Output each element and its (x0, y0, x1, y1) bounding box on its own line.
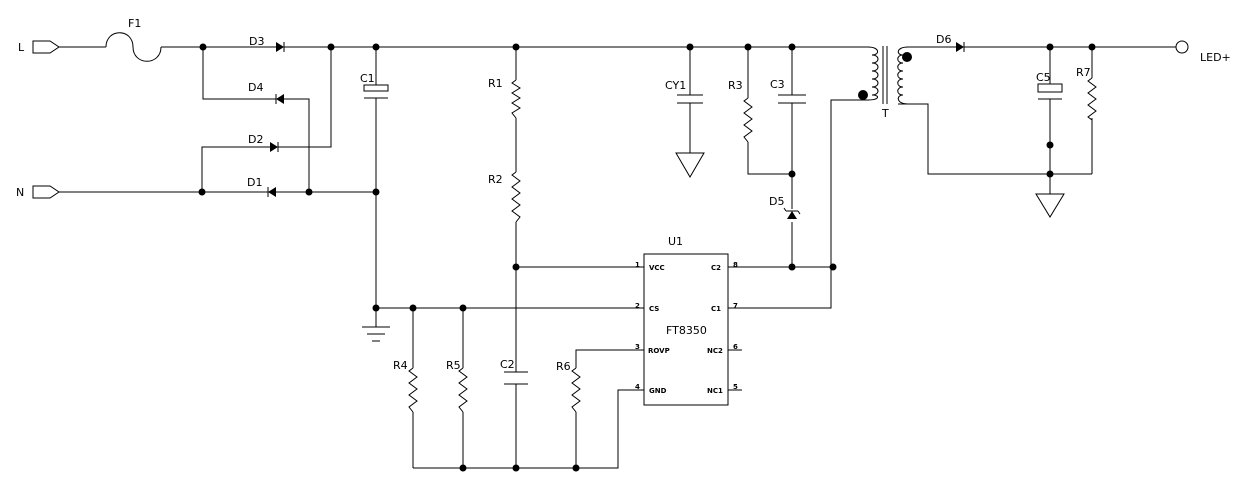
fuse-f1: F1 (105, 17, 162, 62)
resistor-r3: R3 (728, 79, 753, 143)
diode-d2: D2 (248, 133, 282, 152)
resistor-r6-label: R6 (556, 360, 571, 373)
resistor-r4: R4 (393, 359, 418, 413)
capacitor-cy1-label: CY1 (665, 79, 686, 92)
ic-pin-7-name: C1 (711, 305, 721, 313)
diode-d1: D1 (247, 176, 280, 197)
diode-d5-label: D5 (769, 195, 784, 208)
resistor-r1-label: R1 (488, 77, 503, 90)
ic-pin-2-name: CS (649, 305, 659, 313)
resistor-r1: R1 (488, 77, 521, 119)
transformer-t-label: T (881, 107, 889, 120)
terminal-led-plus: LED+ (1169, 40, 1231, 64)
diode-d3: D3 (249, 35, 288, 52)
ic-pin-3-name: ROVP (648, 347, 670, 355)
terminal-led-plus-label: LED+ (1200, 51, 1231, 64)
capacitor-cy1: CY1 (665, 79, 703, 104)
capacitor-c5-label: C5 (1036, 71, 1051, 84)
ic-pin-6-name: NC2 (707, 347, 723, 355)
ic-pin-2-num: 2 (635, 302, 640, 310)
ground-c5 (1035, 193, 1065, 218)
ic-pin-5-name: NC1 (707, 387, 723, 395)
wires (59, 46, 1169, 469)
diode-d6: D6 (936, 33, 968, 52)
diode-d4: D4 (248, 81, 288, 104)
terminal-n-label: N (16, 186, 24, 199)
fuse-f1-label: F1 (128, 17, 141, 30)
ic-pin-6-num: 6 (733, 343, 738, 351)
capacitor-c1-label: C1 (360, 72, 375, 85)
terminal-l: L (18, 40, 60, 54)
capacitor-c1: C1 (360, 72, 389, 99)
resistor-r5-label: R5 (446, 359, 461, 372)
capacitor-c2-label: C2 (500, 358, 515, 371)
diode-d6-label: D6 (936, 33, 951, 46)
capacitor-c5: C5 (1036, 71, 1063, 100)
terminal-n: N (16, 185, 60, 199)
capacitor-c3-label: C3 (770, 78, 785, 91)
ic-u1-ref: U1 (668, 235, 683, 248)
ground-cy1 (675, 152, 705, 178)
ic-pin-8-name: C2 (711, 264, 721, 272)
ground-primary (362, 326, 390, 342)
junction-dots (198, 43, 1096, 472)
resistor-r2-label: R2 (488, 173, 503, 186)
resistor-r3-label: R3 (728, 79, 743, 92)
ic-pin-8-num: 8 (733, 261, 738, 269)
ic-pin-1-num: 1 (635, 261, 640, 269)
ic-pin-3-num: 3 (635, 343, 640, 351)
ic-pin-4-num: 4 (635, 383, 640, 391)
ic-pin-4-name: GND (649, 387, 667, 395)
ic-pin-7-num: 7 (733, 302, 738, 310)
ic-pin-5-num: 5 (733, 383, 738, 391)
capacitor-c3: C3 (770, 78, 806, 104)
capacitor-c2: C2 (500, 358, 528, 385)
diode-d5: D5 (769, 195, 801, 219)
diode-d4-label: D4 (248, 81, 263, 94)
resistor-r4-label: R4 (393, 359, 408, 372)
terminal-l-label: L (18, 41, 25, 54)
transformer-t: T (858, 46, 912, 120)
diode-d1-label: D1 (247, 176, 262, 189)
resistor-r5: R5 (446, 359, 468, 413)
ic-pin-1-name: VCC (649, 264, 665, 272)
resistor-r2: R2 (488, 171, 521, 223)
diode-d3-label: D3 (249, 35, 264, 48)
resistor-r7: R7 (1076, 66, 1097, 121)
ic-u1-part: FT8350 (666, 324, 707, 337)
resistor-r7-label: R7 (1076, 66, 1091, 79)
resistor-r6: R6 (556, 360, 581, 413)
diode-d2-label: D2 (248, 133, 263, 146)
ic-u1: U1 FT8350 1 VCC 2 CS 3 ROVP 4 GND 5 NC1 … (628, 235, 742, 406)
